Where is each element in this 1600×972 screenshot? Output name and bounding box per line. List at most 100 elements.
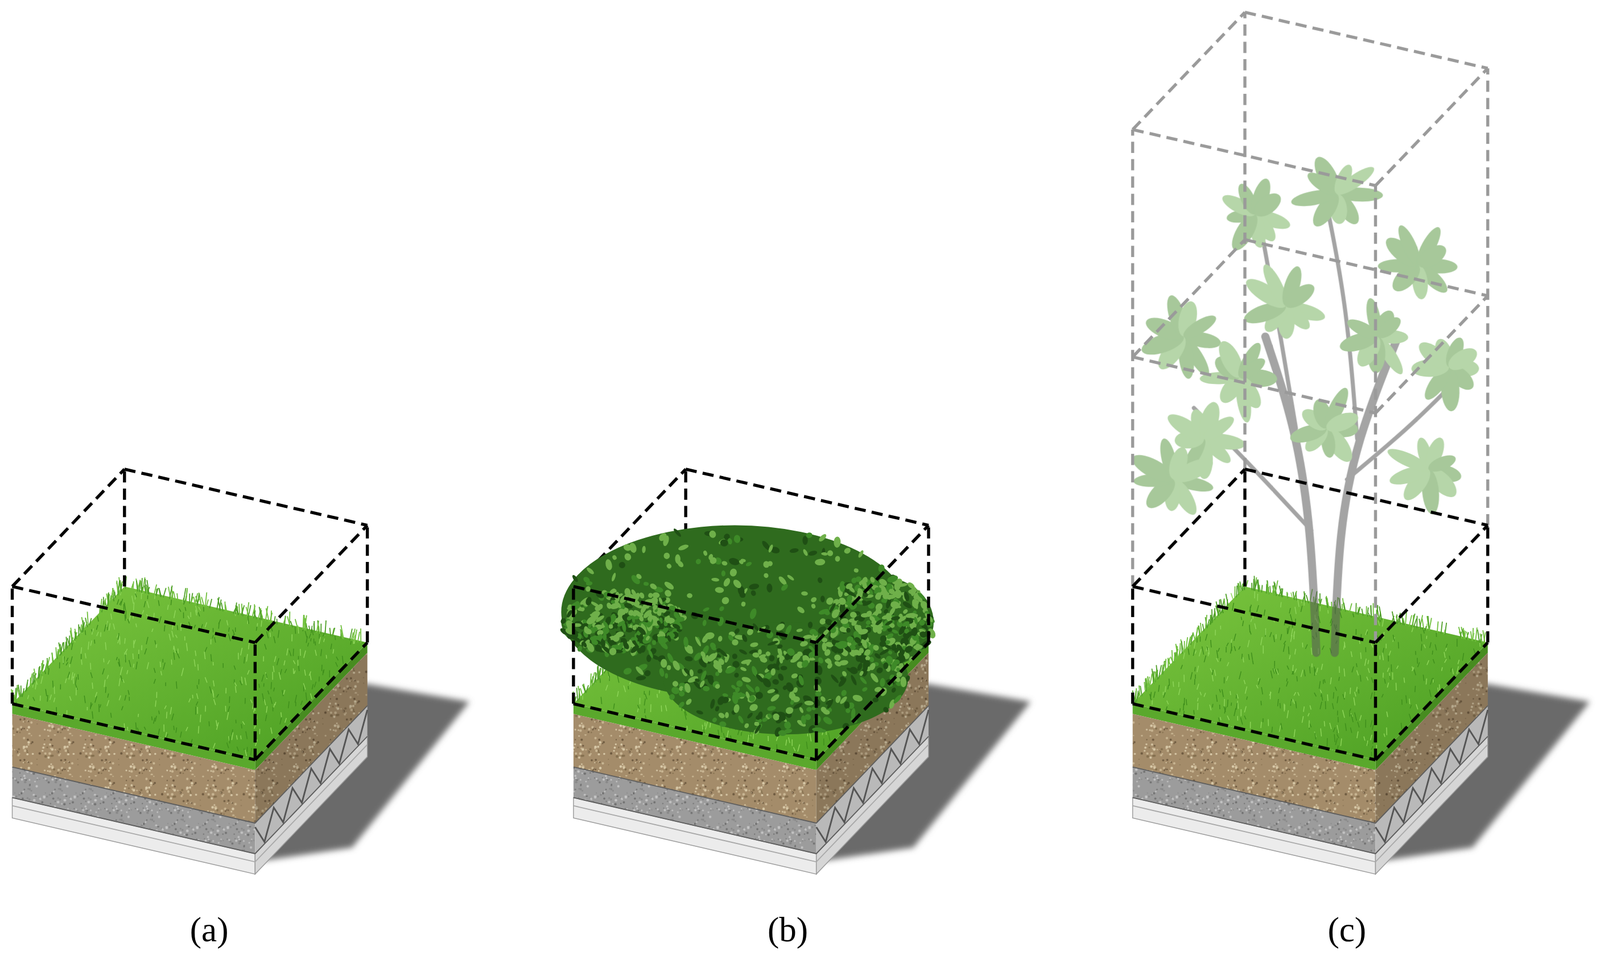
grass-blade bbox=[321, 665, 323, 672]
grass-blade bbox=[156, 588, 158, 597]
grass-blade bbox=[104, 624, 106, 633]
grass-blade bbox=[236, 747, 239, 752]
grass-blade bbox=[198, 607, 201, 612]
grass-blade bbox=[118, 695, 121, 701]
grass-blade bbox=[66, 657, 69, 662]
grass-blade bbox=[776, 744, 778, 751]
grass-blade bbox=[135, 623, 137, 628]
grass-blade bbox=[158, 710, 160, 715]
grass-blade bbox=[201, 624, 203, 629]
shrub-leaf bbox=[740, 675, 752, 684]
shrub-leaf bbox=[817, 576, 824, 584]
shrub-leaf bbox=[720, 595, 731, 606]
grass-blade bbox=[828, 733, 831, 742]
grass-blade bbox=[595, 672, 597, 683]
shrub-leaf bbox=[745, 561, 753, 568]
grass-blade bbox=[75, 677, 77, 686]
shrub-leaf bbox=[711, 577, 720, 583]
shrub-leaf bbox=[696, 668, 704, 675]
grass-blade bbox=[277, 658, 279, 666]
grass-blade bbox=[75, 687, 77, 696]
shrub-leaf bbox=[783, 720, 792, 730]
volume-outline bbox=[124, 469, 368, 526]
grass-blade bbox=[30, 676, 32, 688]
grass-blade bbox=[639, 698, 641, 705]
shrub-leaf bbox=[745, 627, 756, 637]
shrub-leaf bbox=[809, 596, 818, 604]
grass-blade bbox=[273, 636, 276, 644]
grass-blade bbox=[290, 621, 293, 628]
grass-blade bbox=[165, 682, 166, 687]
shrub-leaf bbox=[584, 586, 591, 593]
grass-blade bbox=[332, 628, 335, 637]
grass-blade bbox=[119, 636, 121, 645]
grass-blade bbox=[127, 727, 129, 731]
shrub-leaf bbox=[684, 644, 694, 653]
shrub-leaf bbox=[833, 654, 842, 662]
grass-blade bbox=[103, 658, 105, 663]
shrub-leaf bbox=[810, 603, 817, 610]
grass-blade bbox=[126, 670, 129, 675]
grass-blade bbox=[261, 674, 264, 682]
shrub-leaf bbox=[702, 550, 708, 557]
shrub-leaf bbox=[648, 613, 653, 623]
grass-blade bbox=[637, 708, 639, 713]
grass-blade bbox=[176, 593, 178, 601]
grass-blade bbox=[135, 722, 136, 731]
shrub-leaf bbox=[670, 686, 681, 696]
grass-blade bbox=[25, 679, 28, 692]
grass-blade bbox=[165, 732, 167, 738]
grass-blade bbox=[266, 631, 268, 639]
grass-blade bbox=[107, 592, 109, 607]
grass-blade bbox=[173, 652, 175, 661]
grass-blade bbox=[90, 702, 92, 710]
shrub-leaf bbox=[868, 671, 880, 684]
grass-blade bbox=[117, 633, 119, 641]
grass-blade bbox=[52, 681, 54, 688]
grass-blade bbox=[767, 736, 769, 742]
grass-blade bbox=[227, 743, 229, 749]
grass-blade bbox=[135, 661, 138, 670]
shrub-leaf bbox=[635, 572, 643, 581]
shrub-leaf bbox=[798, 706, 804, 715]
shrub-leaf bbox=[780, 666, 787, 671]
shrub-leaf bbox=[877, 563, 886, 573]
grass-blade bbox=[135, 593, 137, 598]
grass-blade bbox=[203, 607, 205, 612]
shrub-leaf bbox=[853, 568, 859, 573]
grass-blade bbox=[656, 694, 658, 699]
shrub-leaf bbox=[845, 666, 856, 675]
shrub-leaf bbox=[758, 653, 767, 661]
volume-box bbox=[12, 469, 368, 761]
grass-blade bbox=[291, 634, 293, 642]
grass-blade bbox=[129, 660, 131, 667]
grass-blade bbox=[580, 688, 583, 697]
shrub-leaf bbox=[840, 689, 848, 698]
grass-blade bbox=[90, 672, 93, 679]
grass-blade bbox=[124, 602, 126, 611]
grass-blade bbox=[225, 688, 227, 695]
grass-blade bbox=[163, 724, 165, 733]
shrub-leaf bbox=[823, 648, 832, 658]
shrub-leaf bbox=[665, 563, 672, 571]
grass-blade bbox=[665, 705, 667, 712]
grass-blade bbox=[245, 731, 247, 740]
grass-blade bbox=[241, 677, 242, 684]
grass-blade bbox=[187, 616, 190, 620]
grass-blade bbox=[17, 685, 20, 699]
grass-blade bbox=[597, 665, 599, 681]
grass-blade bbox=[161, 671, 163, 676]
shrub-leaf bbox=[721, 560, 729, 567]
grass-blade bbox=[125, 611, 127, 620]
shrub-leaf bbox=[743, 722, 750, 730]
shrub-leaf bbox=[585, 566, 596, 576]
shrub-leaf bbox=[817, 533, 828, 543]
grass-blade bbox=[89, 662, 92, 670]
grass-blade bbox=[649, 690, 651, 696]
shrub-leaf bbox=[585, 580, 593, 587]
grass-blade bbox=[316, 620, 319, 633]
shrub-leaf bbox=[660, 658, 668, 668]
grass-blade bbox=[599, 678, 601, 683]
grass-blade bbox=[590, 673, 591, 689]
grass-blade bbox=[318, 677, 320, 683]
